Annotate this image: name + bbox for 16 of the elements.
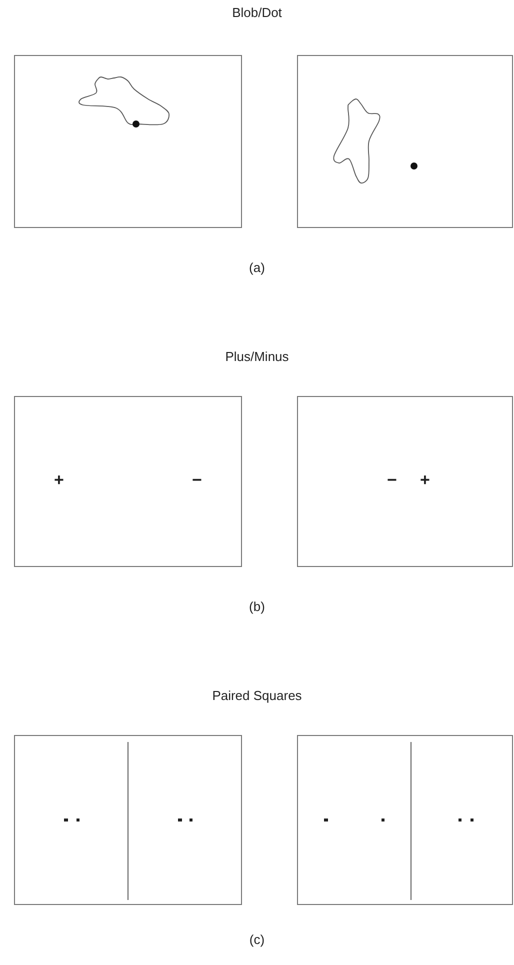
panel-title: Paired Squares	[212, 688, 302, 704]
stimulus-frame	[14, 735, 242, 905]
stimulus-frame	[14, 55, 242, 228]
stimulus-frame	[297, 396, 513, 567]
polarity-sign: −	[387, 472, 397, 488]
panel-title: Blob/Dot	[232, 5, 282, 21]
panel-letter: (c)	[249, 932, 265, 948]
stimulus-frame	[297, 55, 513, 228]
panel-title: Plus/Minus	[225, 349, 289, 365]
panel-letter: (a)	[249, 260, 265, 276]
stimulus-frame	[14, 396, 242, 567]
polarity-sign: +	[420, 472, 430, 488]
stimulus-frame	[297, 735, 513, 905]
polarity-sign: +	[54, 472, 64, 488]
polarity-sign: −	[192, 472, 202, 488]
panel-letter: (b)	[249, 599, 265, 615]
